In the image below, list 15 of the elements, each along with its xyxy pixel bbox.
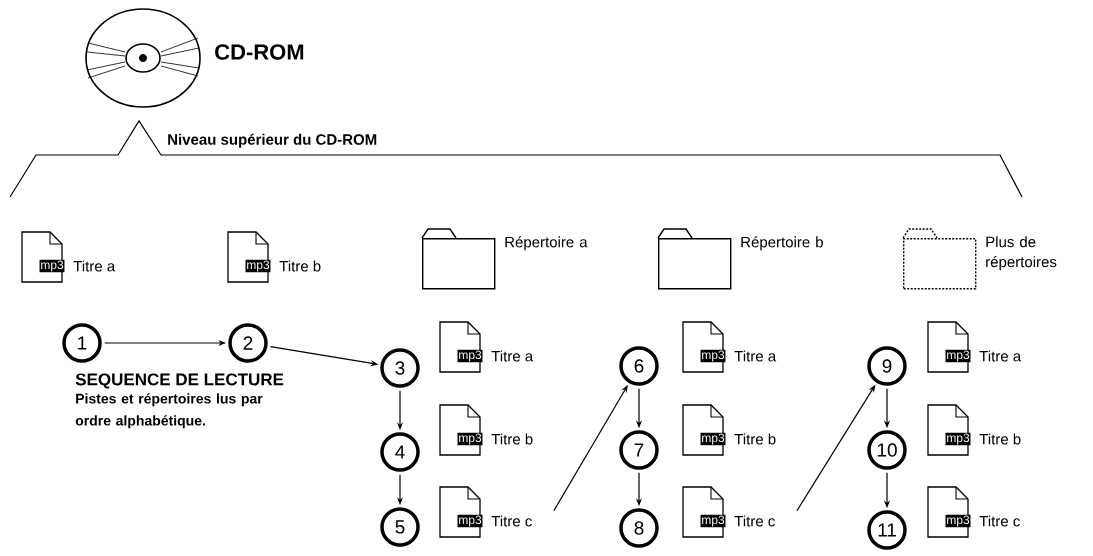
sequence-note: Pistes et répertoires lus par ordre alphabétique. [75, 393, 263, 429]
level-caption: Niveau supérieur du CD-ROM [168, 133, 377, 148]
track-title: Titre a [491, 350, 534, 362]
track-title: Titre a [73, 260, 116, 272]
track-title: Titre c [734, 515, 775, 527]
disc-title: CD-ROM [215, 44, 304, 60]
track-title: Titre b [979, 433, 1021, 445]
track-title: Titre c [979, 515, 1020, 527]
track-title: Titre a [979, 350, 1022, 362]
track-title: Titre b [734, 433, 776, 445]
track-title: Titre c [491, 515, 532, 527]
sequence-title: SEQUENCE DE LECTURE [75, 373, 284, 389]
track-title: Titre a [734, 350, 777, 362]
track-title: Titre b [491, 433, 533, 445]
track-title: Titre b [279, 260, 321, 272]
